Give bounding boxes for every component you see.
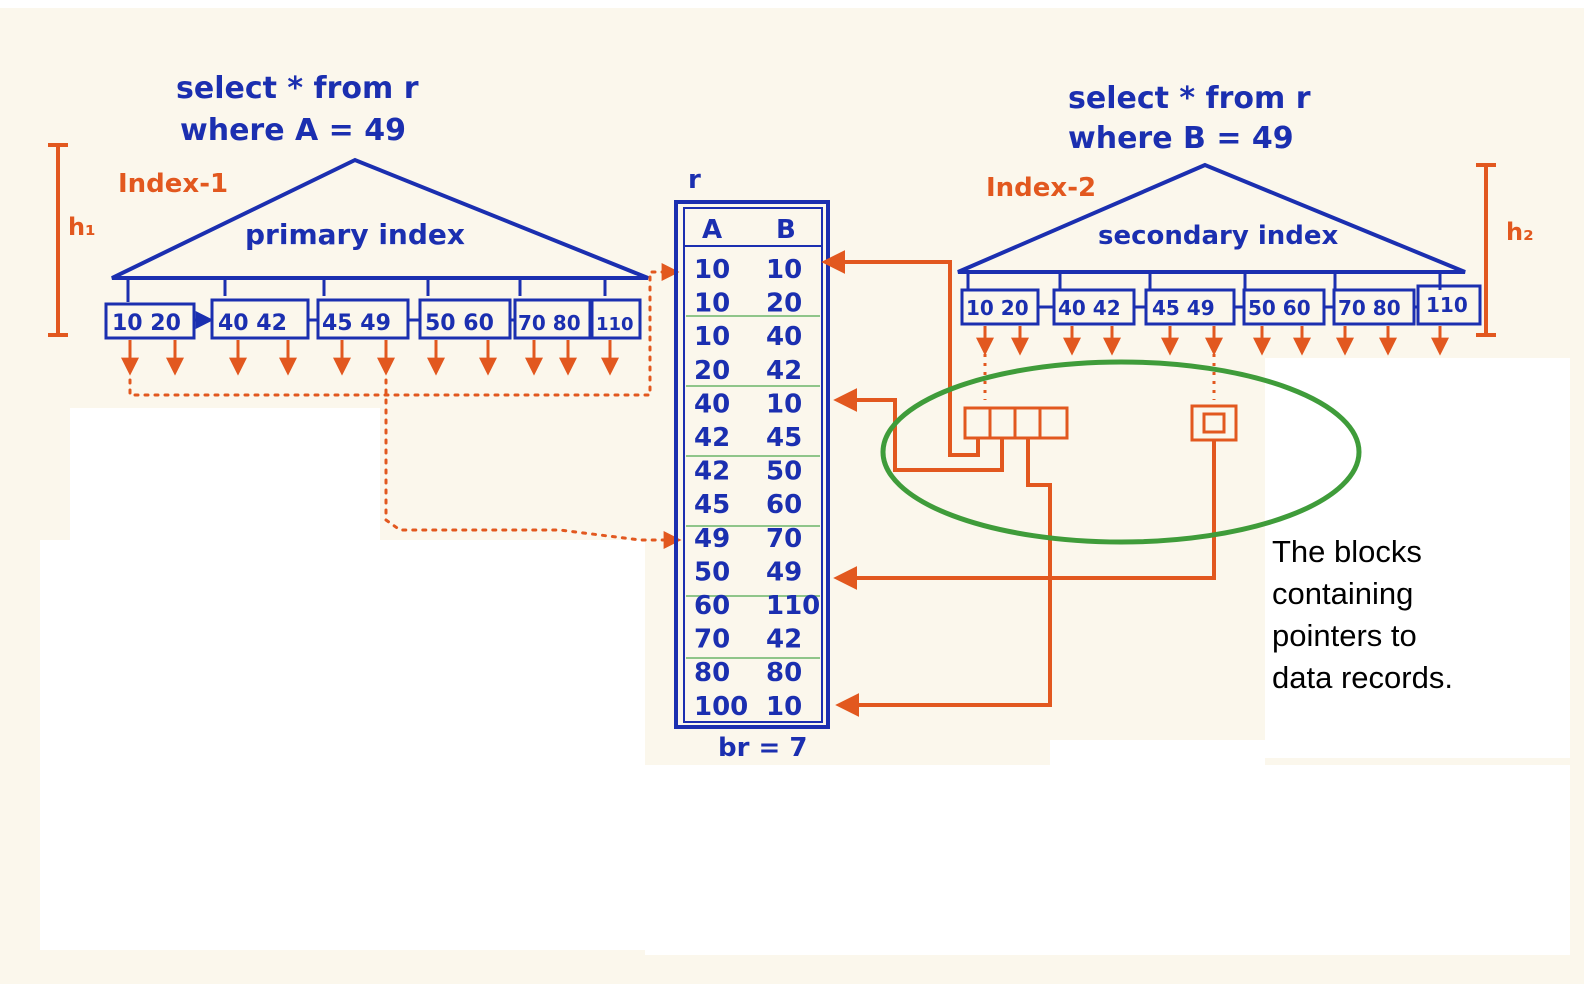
- relation-cell-b: 110: [766, 591, 820, 621]
- left-leaf-label: 70 80: [518, 311, 581, 335]
- caption-line: containing: [1272, 576, 1414, 611]
- caption: The blocks containing pointers to data r…: [1272, 531, 1512, 699]
- top-margin: [0, 0, 1584, 8]
- caption-line: pointers to: [1272, 618, 1417, 653]
- left-query-line2: where A = 49: [180, 113, 406, 148]
- right-leaf-box: [1416, 284, 1482, 326]
- pointer-block-right: [1190, 404, 1238, 442]
- pointer-blocks-highlight: [880, 359, 1362, 545]
- left-leaf-pointers: [121, 340, 619, 376]
- relation-cell-a: 49: [694, 524, 730, 554]
- left-index-label: Index-1: [118, 169, 228, 199]
- left-index-tree-label: primary index: [245, 218, 465, 251]
- relation-name: r: [688, 165, 701, 195]
- right-leaf-label: 45 49: [1152, 296, 1215, 320]
- left-tree-stubs: [126, 278, 607, 302]
- relation-column-header: A: [702, 215, 722, 245]
- caption-line: data records.: [1272, 660, 1453, 695]
- relation-cell-a: 42: [694, 423, 730, 453]
- mask-area: [70, 408, 380, 543]
- left-leaf-nodes: [104, 298, 642, 340]
- relation-cell-b: 10: [766, 255, 802, 285]
- right-leaf-label: 40 42: [1058, 296, 1121, 320]
- relation-cell-a: 50: [694, 557, 730, 587]
- relation-cell-a: 45: [694, 490, 730, 520]
- right-leaf-label: 50 60: [1248, 296, 1311, 320]
- relation-cell-b: 42: [766, 625, 802, 655]
- relation-column-header: B: [776, 215, 796, 245]
- right-tree-stubs: [966, 272, 1442, 290]
- right-leaf-label: 10 20: [966, 296, 1029, 320]
- right-leaf-pointers: [976, 326, 1449, 356]
- mask-area: [40, 540, 645, 950]
- relation-cell-b: 42: [766, 356, 802, 386]
- relation-cell-a: 20: [694, 356, 730, 386]
- relation-cell-a: 10: [694, 322, 730, 352]
- relation-cell-a: 70: [694, 625, 730, 655]
- right-index-tree-label: secondary index: [1098, 221, 1339, 251]
- right-index-label: Index-2: [986, 173, 1096, 203]
- left-leaf-label: 45 49: [322, 311, 391, 336]
- relation-cell-a: 40: [694, 389, 730, 419]
- relation-cell-b: 10: [766, 692, 802, 722]
- left-leaf-label: 10 20: [112, 311, 181, 336]
- left-leaf-label: 40 42: [218, 311, 287, 336]
- left-height-bracket: [48, 143, 68, 337]
- right-leaf-label: 70 80: [1338, 296, 1401, 320]
- relation-cell-b: 60: [766, 490, 802, 520]
- relation-cell-a: 10: [694, 289, 730, 319]
- relation-cell-b: 50: [766, 457, 802, 487]
- relation-cell-a: 60: [694, 591, 730, 621]
- left-height-label: h₁: [68, 213, 96, 241]
- right-index-tree: [957, 162, 1466, 274]
- left-leaf-label: 110: [596, 314, 634, 335]
- left-index-tree: [111, 157, 649, 280]
- relation-block-separators: [686, 315, 820, 659]
- left-query-line1: select * from r: [176, 71, 419, 106]
- left-leaf-box: [590, 298, 642, 340]
- mask-area: [645, 765, 1570, 955]
- right-height-bracket: [1476, 163, 1496, 337]
- relation-cell-a: 80: [694, 658, 730, 688]
- relation-cell-b: 10: [766, 389, 802, 419]
- right-query-line2: where B = 49: [1068, 121, 1294, 156]
- relation-cell-a: 100: [694, 692, 748, 722]
- relation-table: [674, 200, 830, 729]
- relation-cell-a: 42: [694, 457, 730, 487]
- right-leaf-label: 110: [1426, 293, 1468, 317]
- relation-cell-b: 80: [766, 658, 802, 688]
- mask-area: [1265, 358, 1570, 758]
- right-query-line1: select * from r: [1068, 81, 1311, 116]
- left-leaf-label: 50 60: [425, 311, 494, 336]
- relation-cell-b: 49: [766, 557, 802, 587]
- relation-cell-b: 45: [766, 423, 802, 453]
- relation-blocks-label: br = 7: [718, 733, 807, 763]
- caption-line: The blocks: [1272, 534, 1422, 569]
- left-dotted-pointer: [128, 263, 680, 397]
- block-to-record-pointers: [821, 250, 1216, 717]
- relation-cell-b: 70: [766, 524, 802, 554]
- relation-cell-a: 10: [694, 255, 730, 285]
- left-dotted-pointer-49: [384, 378, 682, 549]
- relation-cell-b: 20: [766, 289, 802, 319]
- relation-cell-b: 40: [766, 322, 802, 352]
- right-leaf-nodes: [960, 284, 1482, 326]
- right-height-label: h₂: [1506, 218, 1534, 246]
- pointer-block-left: [963, 406, 1069, 440]
- relation-table-inner: [683, 207, 823, 723]
